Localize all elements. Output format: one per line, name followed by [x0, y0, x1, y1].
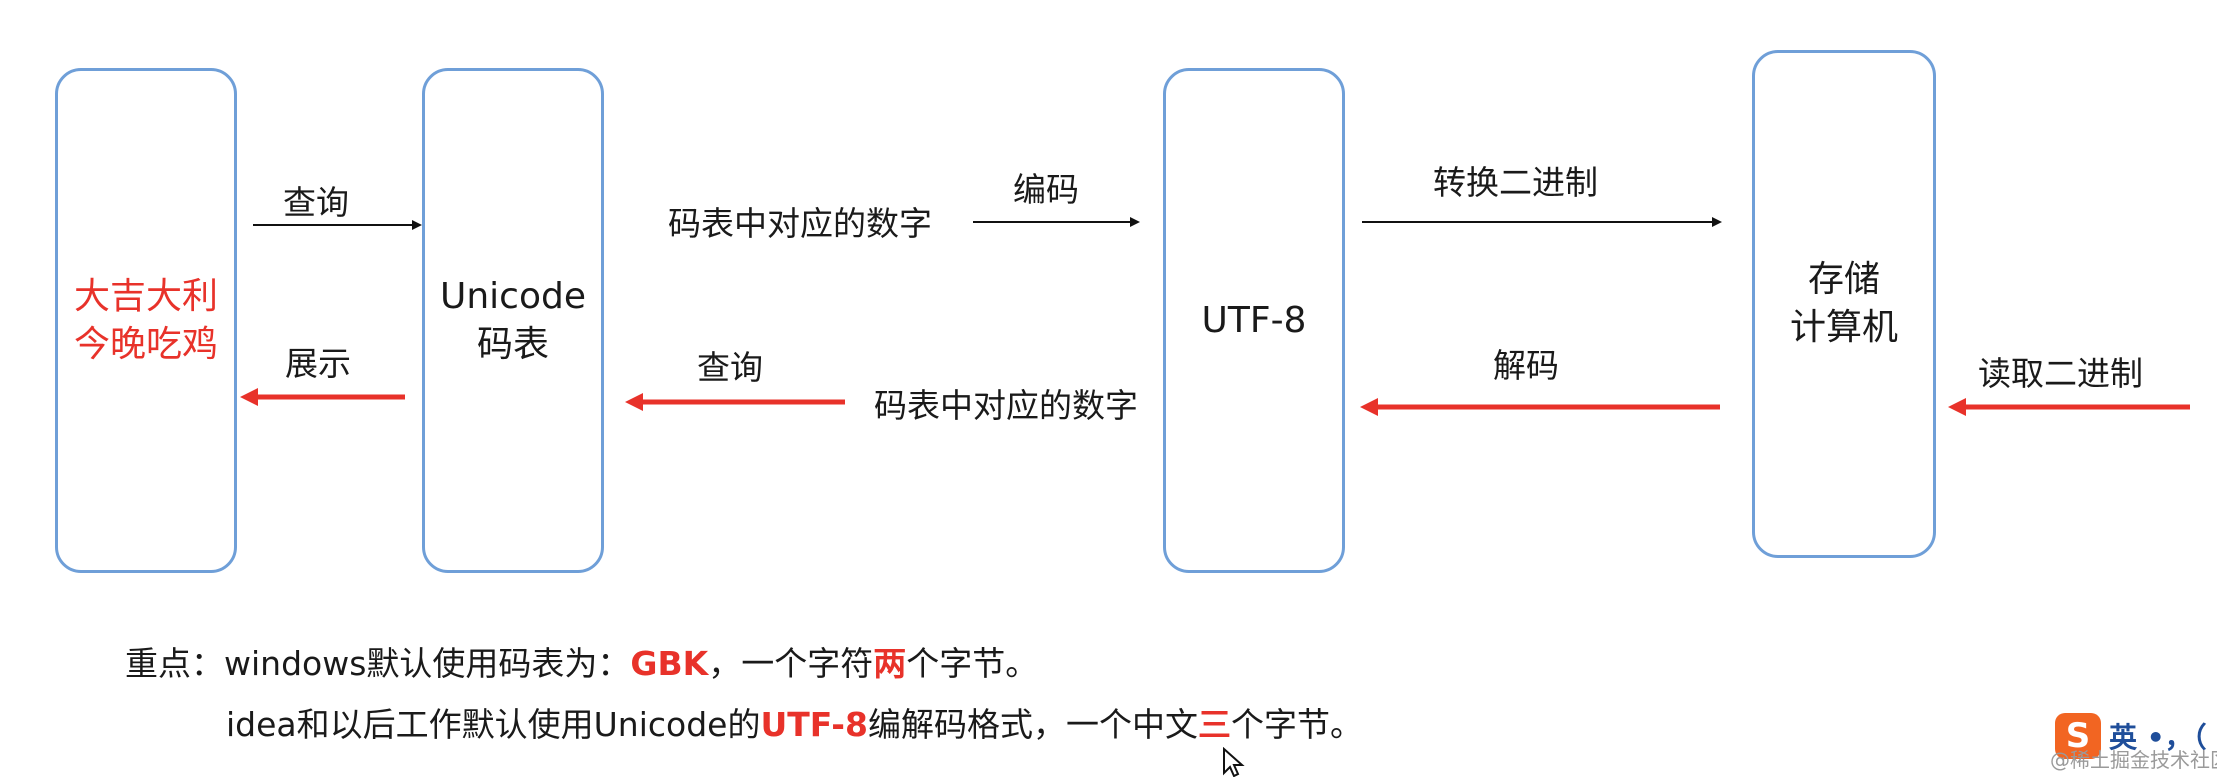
label-number-top: 码表中对应的数字: [668, 204, 932, 243]
box-utf8: UTF-8: [1163, 68, 1345, 573]
note1-two: 两: [873, 644, 907, 683]
arrowhead-decode: [1360, 398, 1378, 416]
unicode-table-label: Unicode 码表: [440, 275, 586, 365]
note2-prefix: idea和以后工作默认使用Unicode的: [226, 705, 761, 744]
note2-utf8: UTF-8: [760, 705, 868, 744]
note2-mid: 编解码格式，一个中文: [867, 705, 1198, 744]
label-query-bottom: 查询: [697, 348, 763, 387]
note-line-1: 重点：windows默认使用码表为：GBK，一个字符两个字节。: [125, 642, 1038, 686]
storage-label: 存储 计算机: [1789, 259, 1898, 348]
label-encode: 编码: [1013, 170, 1079, 209]
ime-status-text[interactable]: 英 •，（: [2109, 721, 2207, 754]
box-unicode-table: Unicode 码表: [422, 68, 604, 573]
arrowhead-number: [625, 393, 643, 411]
note2-three: 三: [1197, 705, 1231, 744]
note2-suffix: 个字节。: [1230, 705, 1363, 744]
box-storage: 存储 计算机: [1752, 50, 1936, 558]
label-show: 展示: [285, 344, 351, 383]
ime-toolbar[interactable]: S 英 •，（: [2055, 706, 2217, 766]
display-text-label: 大吉大利 今晚吃鸡: [73, 275, 218, 365]
mouse-cursor-icon: [1223, 747, 1245, 777]
note1-suffix: 个字节。: [906, 644, 1039, 683]
arrowhead-show: [240, 388, 258, 406]
label-to-binary: 转换二进制: [1433, 163, 1598, 202]
note1-mid: ，一个字符: [708, 644, 874, 683]
box-display-text: 大吉大利 今晚吃鸡: [55, 68, 237, 573]
arrowhead-read-binary: [1948, 398, 1966, 416]
watermark: @稀土掘金技术社区: [2050, 748, 2217, 772]
label-decode: 解码: [1493, 346, 1559, 385]
label-query-top: 查询: [283, 183, 349, 222]
sogou-ime-icon[interactable]: S: [2055, 713, 2101, 759]
note-line-2: idea和以后工作默认使用Unicode的UTF-8编解码格式，一个中文三个字节…: [226, 703, 1363, 747]
label-read-binary: 读取二进制: [1978, 354, 2143, 393]
note1-prefix: 重点：windows默认使用码表为：: [125, 644, 631, 683]
note1-gbk: GBK: [630, 644, 709, 683]
label-number-bottom: 码表中对应的数字: [874, 386, 1138, 425]
utf8-label: UTF-8: [1201, 299, 1307, 341]
